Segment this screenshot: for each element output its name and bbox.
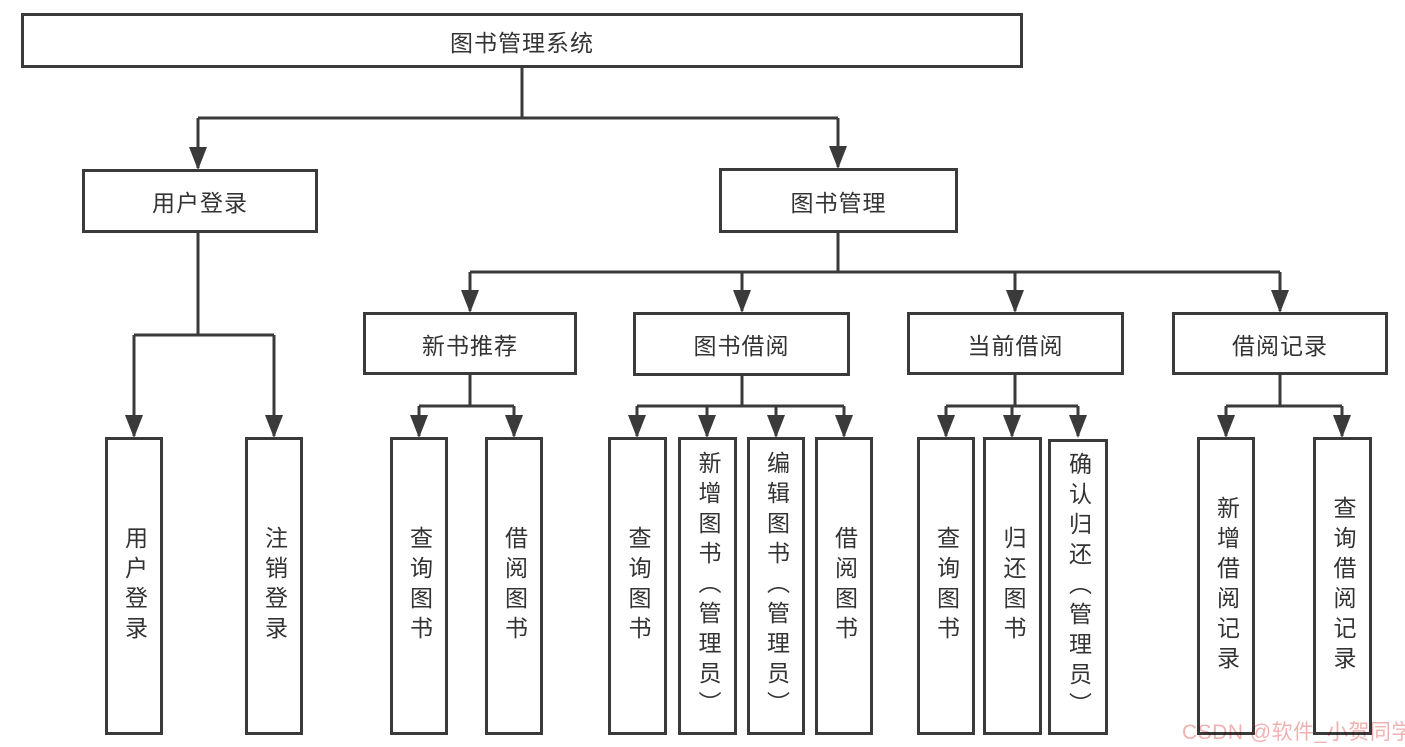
- arrowheads: [125, 146, 1351, 438]
- leaf-borrow-books-newrec: 借阅图书: [485, 437, 543, 735]
- arrow-down-icon: [189, 147, 207, 170]
- node-new-book-recommend: 新书推荐: [363, 312, 577, 375]
- leaf-user-login-label: 用户登录: [121, 526, 148, 646]
- arrow-down-icon: [1006, 290, 1024, 313]
- leaf-confirm-return-admin-label: 确认归还（管理员）: [1065, 452, 1092, 722]
- leaf-logout-label: 注销登录: [261, 526, 288, 646]
- leaf-logout: 注销登录: [245, 437, 303, 735]
- edge-borrow-records-to-leaves: [1224, 375, 1344, 436]
- arrow-down-icon: [1069, 415, 1087, 438]
- node-borrow-records: 借阅记录: [1172, 312, 1388, 375]
- node-book-borrow-label: 图书借阅: [693, 333, 790, 359]
- leaf-query-books-borrow-label: 查询图书: [625, 526, 651, 646]
- arrow-down-icon: [937, 415, 955, 438]
- leaf-query-books-newrec-label: 查询图书: [406, 526, 433, 646]
- arrow-down-icon: [1003, 415, 1021, 438]
- leaf-edit-books-admin-label: 编辑图书（管理员）: [763, 451, 790, 721]
- edge-book-borrow-to-leaves: [635, 375, 846, 436]
- node-root-label: 图书管理系统: [450, 29, 594, 56]
- leaf-query-books-current: 查询图书: [917, 437, 975, 735]
- leaf-borrow-books-newrec-label: 借阅图书: [501, 526, 528, 646]
- arrow-down-icon: [829, 146, 847, 169]
- arrow-down-icon: [698, 415, 716, 438]
- node-current-borrow: 当前借阅: [907, 312, 1124, 375]
- arrow-down-icon: [461, 290, 479, 313]
- arrow-down-icon: [1217, 415, 1235, 438]
- leaf-borrow-books-borrow: 借阅图书: [815, 437, 873, 735]
- node-book-borrow: 图书借阅: [633, 312, 850, 376]
- arrow-down-icon: [1333, 415, 1351, 438]
- leaf-return-books: 归还图书: [983, 437, 1042, 735]
- leaf-edit-books-admin: 编辑图书（管理员）: [747, 437, 805, 735]
- leaf-query-books-newrec: 查询图书: [390, 437, 448, 735]
- node-current-borrow-label: 当前借阅: [967, 332, 1064, 359]
- leaf-query-borrow-record-label: 查询借阅记录: [1330, 496, 1356, 676]
- leaf-confirm-return-admin: 确认归还（管理员）: [1048, 439, 1108, 735]
- leaf-add-borrow-record: 新增借阅记录: [1197, 437, 1255, 735]
- leaf-query-books-current-label: 查询图书: [933, 526, 960, 646]
- arrow-down-icon: [125, 415, 143, 438]
- arrow-down-icon: [767, 415, 785, 438]
- arrow-down-icon: [835, 415, 853, 438]
- arrow-down-icon: [265, 415, 283, 438]
- edge-new-book-recommend-to-leaves: [417, 375, 516, 436]
- edge-root-to-level2: [196, 68, 840, 168]
- edge-book-management-to-level3: [468, 233, 1282, 311]
- node-user-login-label: 用户登录: [152, 190, 248, 216]
- arrow-down-icon: [733, 290, 751, 313]
- node-root-system: 图书管理系统: [21, 13, 1023, 68]
- edge-user-login-to-leaves: [132, 233, 276, 436]
- leaf-return-books-label: 归还图书: [1000, 526, 1026, 646]
- arrow-down-icon: [628, 415, 646, 438]
- leaf-query-books-borrow: 查询图书: [608, 437, 667, 735]
- leaf-add-borrow-record-label: 新增借阅记录: [1213, 496, 1240, 676]
- arrow-down-icon: [1271, 290, 1289, 313]
- node-book-management: 图书管理: [719, 168, 958, 233]
- connector-spines: [132, 68, 1344, 436]
- node-book-management-label: 图书管理: [790, 189, 887, 216]
- csdn-watermark: CSDN @软件_小贺同学: [1182, 721, 1405, 744]
- node-user-login: 用户登录: [82, 169, 318, 233]
- node-borrow-records-label: 借阅记录: [1232, 332, 1328, 359]
- node-new-book-recommend-label: 新书推荐: [422, 332, 518, 359]
- leaf-user-login: 用户登录: [105, 437, 163, 735]
- arrow-down-icon: [410, 415, 428, 438]
- leaf-query-borrow-record: 查询借阅记录: [1313, 437, 1372, 735]
- leaf-add-books-admin-label: 新增图书（管理员）: [695, 451, 721, 721]
- arrow-down-icon: [505, 415, 523, 438]
- leaf-add-books-admin: 新增图书（管理员）: [678, 437, 737, 735]
- leaf-borrow-books-borrow-label: 借阅图书: [831, 526, 858, 646]
